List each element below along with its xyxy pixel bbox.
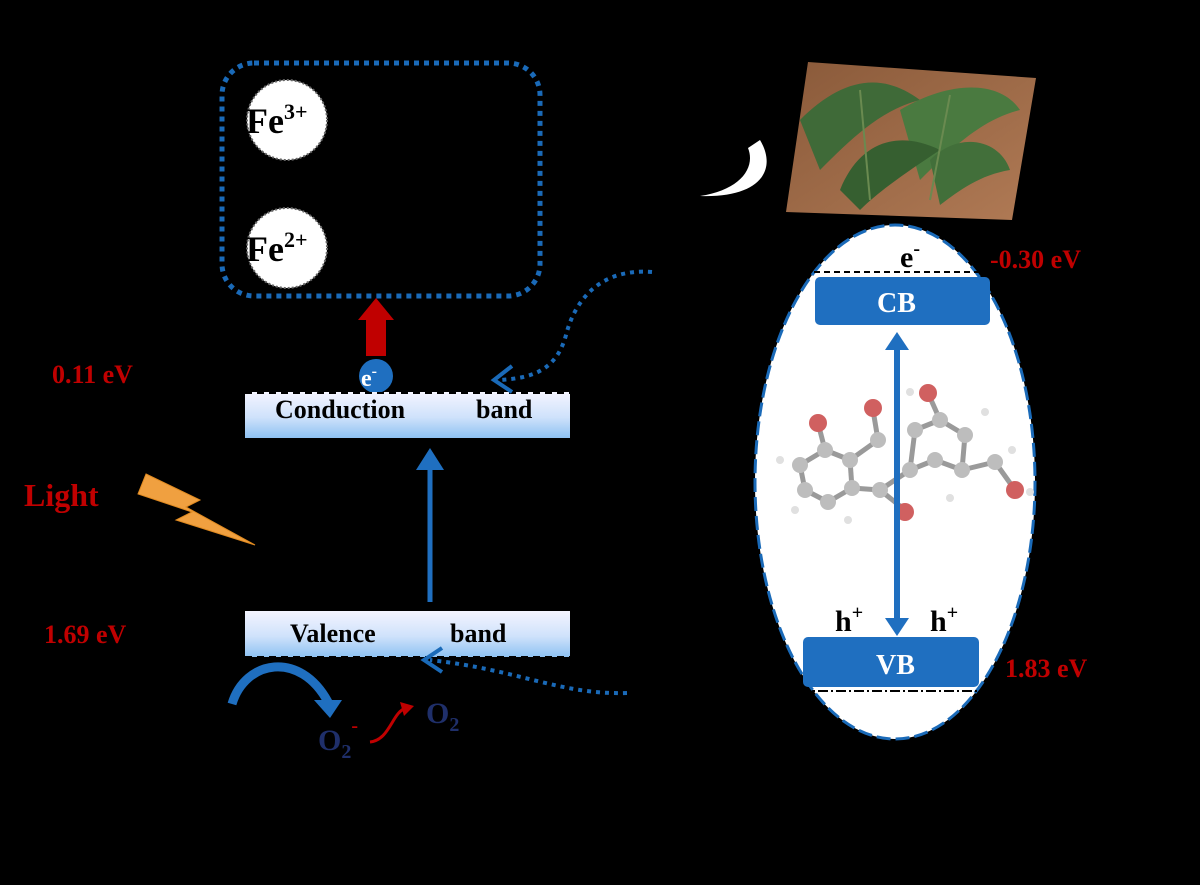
vb-block (803, 637, 979, 687)
reduction-arrow (358, 298, 394, 356)
oxygen-label: O2 (426, 697, 459, 736)
electron-transfer-curve (499, 269, 653, 382)
valence-label: Valence (290, 619, 376, 648)
fe-redox-box (219, 60, 543, 299)
valence-band-label: band (450, 619, 507, 648)
oxidation-curved-arrow (227, 662, 332, 706)
vb-energy-left: 1.69 eV (44, 620, 127, 649)
svg-text:e-: e- (361, 363, 377, 392)
vb-energy-right: 1.83 eV (1005, 654, 1088, 683)
conduction-band-label: band (476, 395, 533, 424)
electron-bubble: e- (359, 359, 393, 393)
red-curved-arrow (369, 706, 407, 744)
svg-text:Fe3+: Fe3+ (246, 99, 308, 141)
conduction-label: Conduction (275, 395, 406, 424)
right-electron: e- (900, 238, 920, 274)
conduction-band: Conduction band (245, 392, 570, 438)
svg-text:Fe2+: Fe2+ (246, 227, 308, 269)
fe3-ion: Fe3+ (246, 79, 328, 161)
fe3-label: Fe (246, 101, 284, 141)
cb-energy-left: 0.11 eV (52, 360, 133, 389)
fe3-charge: 3+ (284, 99, 308, 124)
cb-label: CB (877, 288, 916, 319)
cb-block (815, 277, 990, 325)
valence-band: Valence band (245, 611, 570, 658)
fe2-charge: 2+ (284, 227, 308, 252)
hole-transfer-curve (429, 658, 628, 696)
plant-photo (786, 62, 1036, 220)
light-label: Light (24, 477, 99, 513)
fe2-label: Fe (246, 229, 284, 269)
fe2-ion: Fe2+ (246, 207, 328, 289)
hole-right: h+ (930, 602, 958, 638)
vb-label: VB (876, 650, 915, 681)
crescent-shape (700, 140, 767, 197)
lightning-icon (137, 473, 256, 546)
cb-energy-right: -0.30 eV (990, 245, 1081, 274)
hole-left: h+ (835, 602, 863, 638)
molecule-atoms (776, 384, 1034, 524)
superoxide-label: O2- (318, 715, 358, 763)
